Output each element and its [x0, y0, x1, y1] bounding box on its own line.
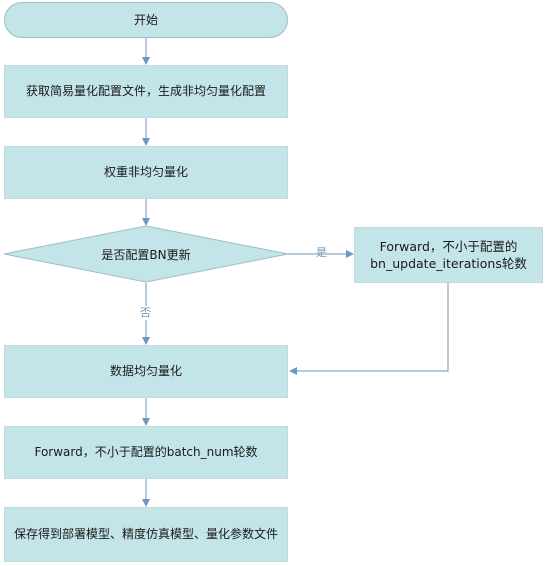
no-edge-label: 否: [139, 306, 152, 320]
bn-forward-node: Forward，不小于配置的bn_update_iterations轮数: [354, 227, 543, 283]
decision-label: 是否配置BN更新: [60, 242, 232, 266]
batch-forward-label: Forward，不小于配置的batch_num轮数: [34, 445, 258, 459]
weight-quant-node: 权重非均匀量化: [4, 146, 288, 199]
save-models-node: 保存得到部署模型、精度仿真模型、量化参数文件: [4, 507, 288, 562]
decision-label-text: 是否配置BN更新: [101, 247, 191, 262]
save-models-label: 保存得到部署模型、精度仿真模型、量化参数文件: [13, 527, 278, 541]
arrow-bn-to-data: [289, 283, 449, 375]
decision-diamond: [3, 225, 289, 283]
start-node: 开始: [4, 2, 288, 38]
yes-edge-label: 是: [316, 246, 327, 259]
weight-quant-label: 权重非均匀量化: [103, 165, 188, 179]
get-config-node: 获取简易量化配置文件，生成非均匀量化配置: [4, 65, 288, 118]
batch-forward-node: Forward，不小于配置的batch_num轮数: [4, 426, 288, 479]
start-node-label: 开始: [133, 12, 158, 27]
data-quant-node: 数据均匀量化: [4, 345, 288, 398]
get-config-label: 获取简易量化配置文件，生成非均匀量化配置: [25, 84, 266, 98]
bn-forward-label: Forward，不小于配置的bn_update_iterations轮数: [370, 239, 527, 271]
data-quant-label: 数据均匀量化: [109, 364, 182, 378]
